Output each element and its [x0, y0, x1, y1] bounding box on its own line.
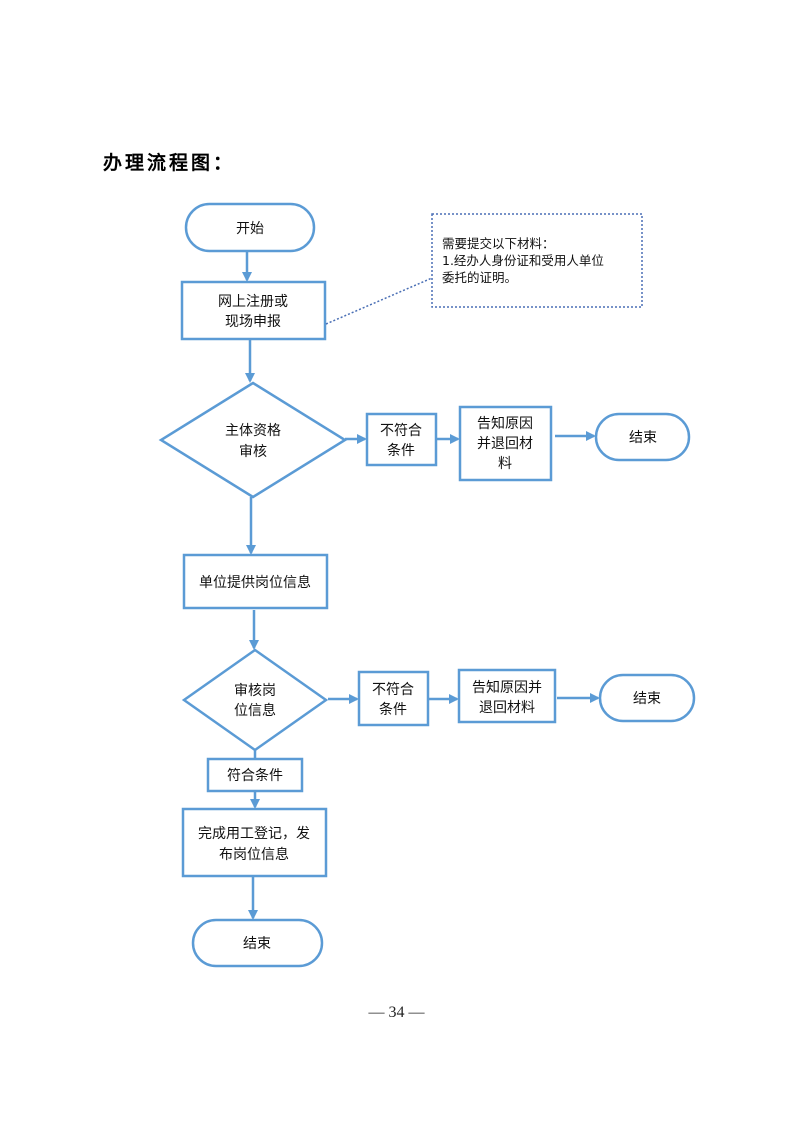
- not-eligible-1-line2: 条件: [387, 442, 415, 459]
- end-terminal-1: [594, 412, 691, 462]
- note-line3: 委托的证明。: [442, 270, 517, 285]
- provide-post-box: [182, 553, 329, 610]
- complete-box: [181, 807, 328, 878]
- end-2-label: 结束: [633, 691, 661, 707]
- notify-return-1-line3: 料: [498, 456, 512, 472]
- complete-line2: 布岗位信息: [219, 846, 289, 863]
- start-label: 开始: [236, 221, 264, 237]
- provide-post-label: 单位提供岗位信息: [199, 574, 311, 591]
- register-label-line1: 网上注册或: [218, 294, 288, 310]
- not-eligible-1-line1: 不符合: [380, 423, 422, 439]
- end-3-label: 结束: [243, 936, 271, 952]
- notify-return-1-line1: 告知原因: [477, 415, 533, 432]
- notify-return-1-line2: 并退回材: [477, 436, 533, 452]
- post-review-decision: [181, 648, 329, 752]
- notify-return-2-line1: 告知原因并: [472, 679, 542, 696]
- note-line2: 1.经办人身份证和受用人单位: [442, 253, 604, 268]
- materials-note-box: [431, 213, 643, 308]
- register-box: [180, 280, 327, 341]
- complete-line1: 完成用工登记，发: [198, 826, 310, 842]
- qualification-label-line2: 审核: [239, 444, 267, 460]
- note-connector: [325, 277, 433, 325]
- qualification-label-line1: 主体资格: [225, 423, 281, 439]
- start-terminal: [184, 202, 316, 253]
- page-number: — 34 —: [368, 1004, 425, 1021]
- notify-return-box-2: [457, 668, 557, 724]
- end-terminal-3: [191, 918, 324, 968]
- eligible-label: 符合条件: [227, 767, 283, 784]
- not-eligible-2-line1: 不符合: [372, 682, 414, 698]
- not-eligible-2-line2: 条件: [379, 701, 407, 718]
- page-title: 办理流程图：: [103, 152, 236, 174]
- not-eligible-box-2: [357, 670, 430, 727]
- not-eligible-box-1: [365, 412, 438, 467]
- post-review-line2: 位信息: [234, 702, 276, 719]
- end-terminal-2: [598, 673, 696, 723]
- register-label-line2: 现场申报: [225, 314, 281, 330]
- post-review-line1: 审核岗: [234, 683, 276, 699]
- notify-return-box-1: [458, 405, 553, 482]
- qualification-decision: [158, 381, 348, 499]
- notify-return-2-line2: 退回材料: [479, 700, 535, 716]
- end-1-label: 结束: [629, 430, 657, 446]
- note-line1: 需要提交以下材料：: [442, 236, 555, 251]
